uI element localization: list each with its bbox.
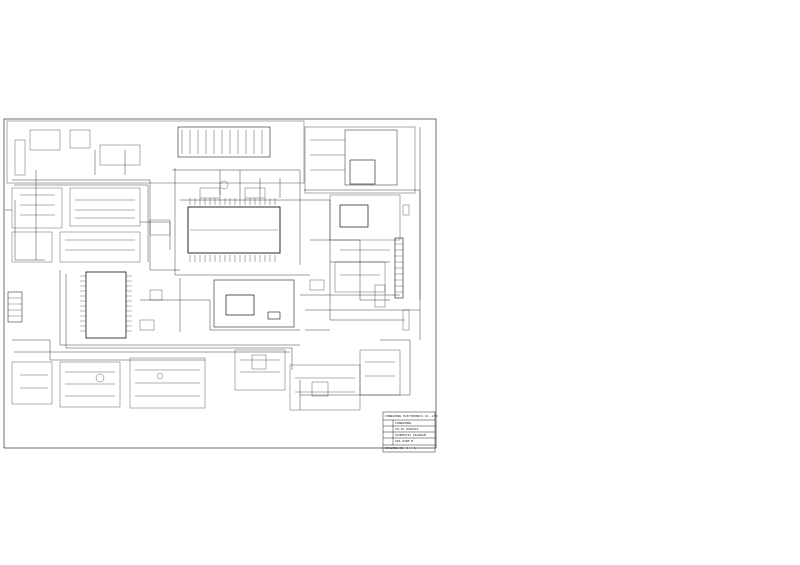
cluster-lower-right	[234, 349, 401, 411]
connector-top	[177, 126, 271, 158]
title-block: CHANGHONG ELECTRONICS CO.,LTD CHANGHONG …	[383, 412, 438, 452]
cluster-right	[310, 139, 401, 293]
connector-left	[7, 291, 23, 323]
ic-microcontroller	[80, 271, 132, 339]
drawing-title: SCHEMATIC DIAGRAM	[395, 433, 426, 437]
title-block-frame	[382, 411, 436, 453]
cluster-lower-left	[11, 357, 206, 409]
misc-components	[139, 180, 410, 331]
ic-tuner	[339, 129, 398, 228]
chassis-name: CH-10 CHASSIS	[395, 427, 419, 431]
connector-right	[394, 237, 404, 299]
model-name: CHANGHONG	[395, 421, 412, 425]
ic-jungle	[213, 279, 295, 328]
part-number: SDA 9380 B	[395, 439, 414, 443]
drawing-number: DRAWING NO. 1 / 1	[385, 446, 416, 450]
cluster-upper-left	[11, 129, 141, 263]
company-name: CHANGHONG ELECTRONICS CO.,LTD	[385, 414, 438, 418]
frame-top-left	[6, 120, 305, 184]
ic-main	[187, 198, 281, 262]
sheet-border	[3, 118, 437, 449]
frame-top-right	[304, 126, 416, 194]
